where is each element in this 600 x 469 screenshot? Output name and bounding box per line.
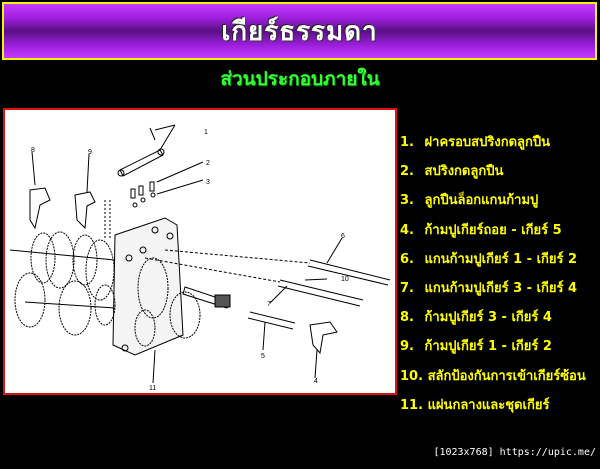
- title-banner: เกียร์ธรรมดา: [2, 2, 597, 60]
- gear-assembly-illustration: 1 2 3 4 5 6 7 8 9 10 11: [9, 124, 391, 392]
- legend-item: 1. ฝาครอบสปริงกดลูกปืน: [400, 135, 550, 150]
- legend-item: 8. ก้ามปูเกียร์ 3 - เกียร์ 4: [400, 310, 552, 326]
- callout-11: 11: [149, 385, 156, 392]
- legend-item: 9. ก้ามปูเกียร์ 1 - เกียร์ 2: [400, 339, 552, 355]
- watermark: [1023x768] https://upic.me/: [433, 447, 596, 458]
- callout-8: 8: [31, 147, 35, 154]
- legend-item: 4. ก้ามปูเกียร์ถอย - เกียร์ 5: [400, 222, 562, 238]
- callout-1: 1: [204, 129, 208, 136]
- page-title: เกียร์ธรรมดา: [221, 16, 378, 47]
- legend-item: 10. สลักป้องกันการเข้าเกียร์ซ้อน: [400, 368, 586, 384]
- parts-legend: 1. ฝาครอบสปริงกดลูกปืน 2. สปริงกดลูกปืน …: [400, 133, 586, 425]
- callout-9: 9: [88, 149, 92, 156]
- transmission-exploded-diagram: 1 2 3 4 5 6 7 8 9 10 11: [3, 108, 397, 395]
- callout-5: 5: [261, 353, 265, 360]
- callout-labels: 1 2 3 4 5 6 7 8 9 10 11: [31, 129, 349, 392]
- callout-2: 2: [206, 160, 210, 167]
- legend-item: 7. แกนก้ามปูเกียร์ 3 - เกียร์ 4: [400, 280, 578, 296]
- legend-item: 2. สปริงกดลูกปืน: [400, 164, 504, 180]
- callout-3: 3: [206, 179, 210, 186]
- callout-6: 6: [341, 233, 345, 240]
- callout-4: 4: [314, 378, 318, 385]
- callout-10: 10: [341, 276, 349, 283]
- legend-item: 3. ลูกปืนล็อกแกนก้ามปู: [400, 193, 539, 209]
- page-subtitle: ส่วนประกอบภายใน: [220, 68, 380, 90]
- legend-item: 6. แกนก้ามปูเกียร์ 1 - เกียร์ 2: [400, 251, 578, 267]
- legend-item: 11. แผ่นกลางและชุดเกียร์: [400, 397, 550, 413]
- callout-7: 7: [267, 301, 271, 308]
